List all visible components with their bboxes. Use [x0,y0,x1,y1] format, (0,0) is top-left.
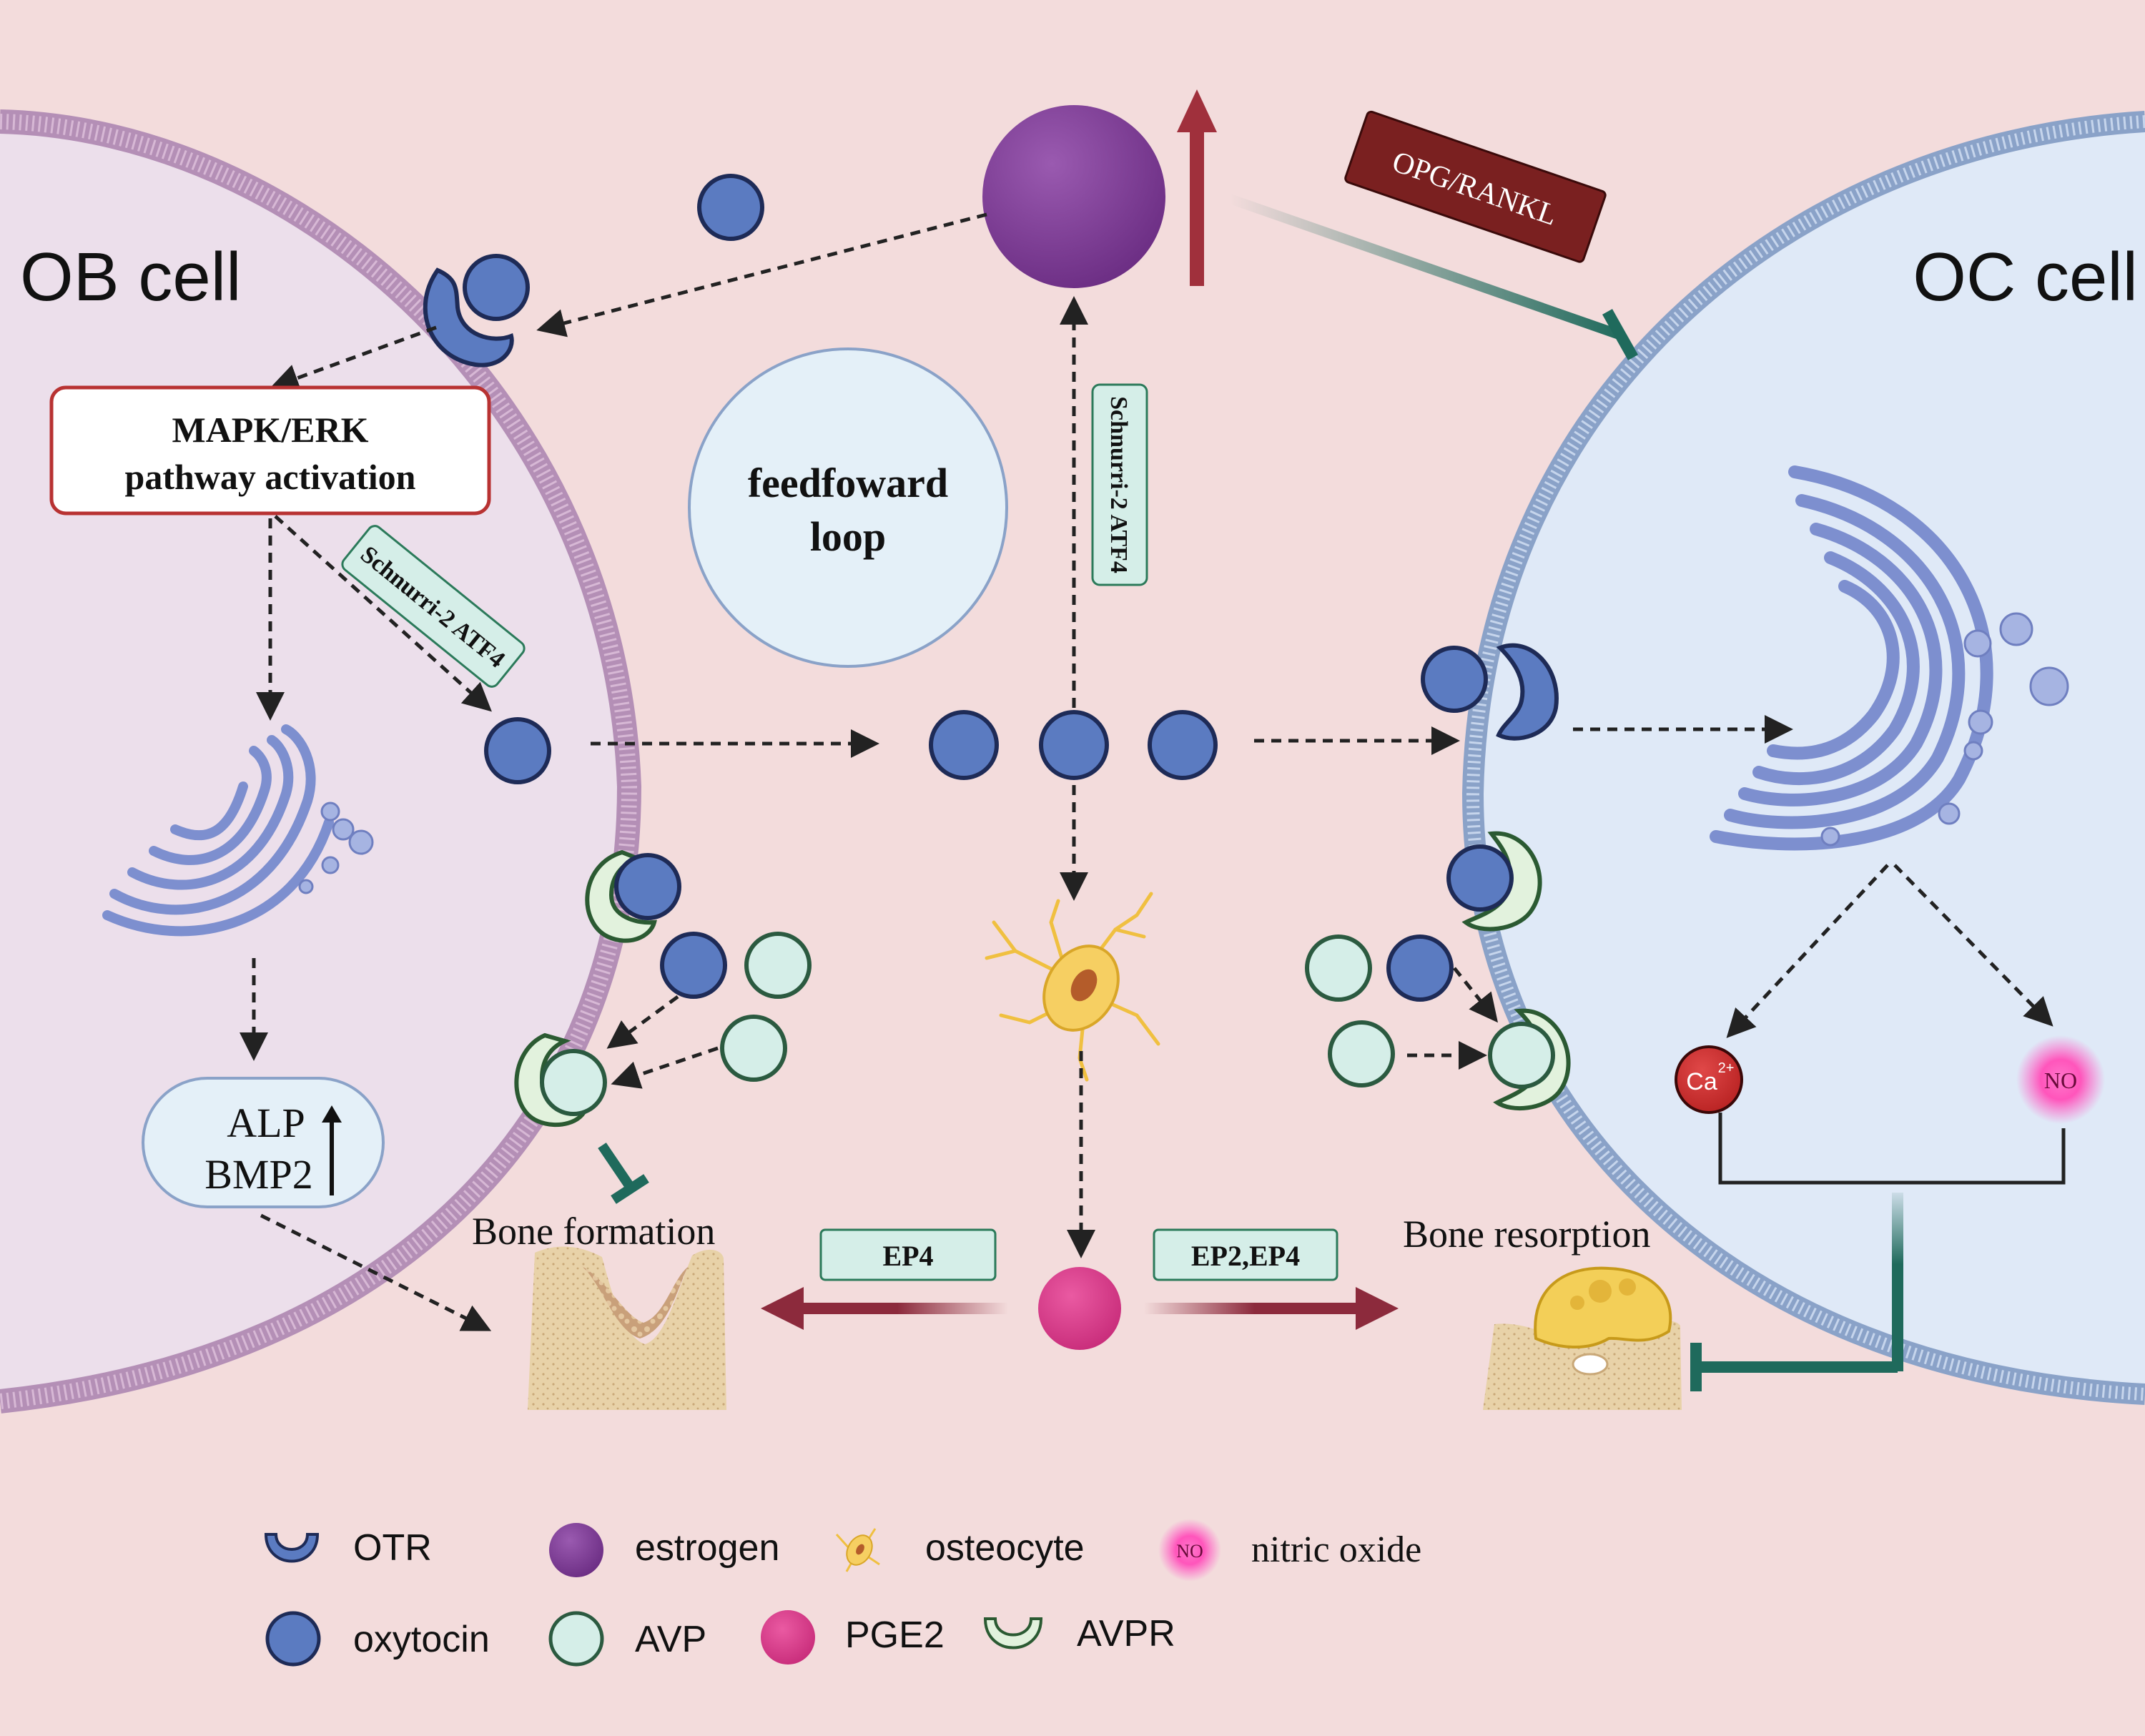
legend-otr-icon [264,1533,320,1563]
oxytocin-oc-free [1386,934,1454,1002]
legend-avp-icon [548,1611,604,1667]
bmp2-text: BMP2 [204,1151,313,1198]
legend-oxytocin-icon [265,1611,321,1667]
avp-oc-2 [1328,1020,1395,1088]
oxytocin-ob-free [660,932,727,999]
mapk-line1: MAPK/ERK [172,410,369,450]
avp-bound-oc [1488,1022,1555,1089]
arrow-oxytocin-to-avpr-ob [606,995,679,1049]
legend-otr-label: OTR [353,1527,432,1569]
legend-osteocyte-icon [835,1528,880,1572]
oxytocin-bound-avpr-oc [1446,844,1514,912]
oxytocin-bound-oc [1421,646,1488,713]
inhibit-bone-formation [598,1143,649,1204]
golgi-ob [102,724,334,937]
oc-cell-label: OC cell [1913,239,2138,315]
estrogen-increase-arrow [1177,89,1217,286]
legend: OTR estrogen osteocyte NO nitric oxide o… [264,1519,1421,1667]
ep4-box: EP4 [819,1228,997,1281]
osteocyte-cell [985,892,1160,1082]
mapk-erk-box: MAPK/ERK pathway activation [49,385,491,516]
bone-resorption-label: Bone resorption [1403,1213,1650,1256]
arrow-otr-to-mapk [270,325,437,392]
feedforward-line2: loop [810,513,886,560]
ob-cell-label: OB cell [20,239,241,315]
feedforward-loop: feedfoward loop [688,347,1008,668]
opg-rankl-inhibition [1228,194,1638,360]
legend-pge2-icon [761,1610,815,1665]
ep2-ep4-text: EP2,EP4 [1191,1240,1300,1272]
feedforward-line1: feedfoward [748,460,948,506]
oxytocin-bound-avpr-ob [614,853,681,920]
bone-resorption-graphic [1483,1266,1682,1410]
arrow-avp-to-avpr-ob [611,1046,719,1089]
legend-oxytocin-label: oxytocin [353,1619,490,1660]
legend-avp-label: AVP [635,1619,706,1660]
arrow-golgi-to-ca [1726,864,1889,1038]
arrow-alp-to-bone-formation [260,1213,492,1331]
oxytocin-center-1 [929,710,999,780]
pge2-molecule [1038,1267,1121,1350]
arrow-estrogen-to-otr [536,212,987,337]
ep2-ep4-arrow [1144,1287,1399,1330]
calcium-ion: Ca 2+ [1675,1045,1743,1114]
ep4-text: EP4 [882,1240,933,1272]
ca-text: Ca [1686,1068,1717,1095]
alp-text: ALP [227,1100,305,1146]
avp-ob-2 [720,1015,787,1082]
ca-superscript: 2+ [1718,1060,1735,1076]
oxytocin-molecule [697,174,764,241]
no-molecule: NO [2016,1035,2105,1124]
no-text: NO [2044,1067,2077,1093]
ep2-ep4-box: EP2,EP4 [1153,1228,1338,1281]
legend-no-icon-text: NO [1176,1541,1203,1562]
inhibit-bone-resorption [1690,1193,1903,1391]
avp-ob-1 [744,932,812,999]
oxytocin-center-3 [1148,710,1218,780]
legend-nitric-oxide-icon: NO [1158,1519,1221,1582]
otr-receptor-oc [1496,643,1559,741]
mapk-line2: pathway activation [125,457,416,497]
avp-bound-ob [540,1049,607,1116]
oxytocin-bound-ob [463,254,530,321]
alp-bmp2-box: ALP BMP2 [142,1077,385,1208]
arrow-mapk-to-oxytocin [274,515,492,712]
legend-osteocyte-label: osteocyte [925,1527,1085,1569]
estrogen-molecule [982,105,1165,288]
oxytocin-released-ob [484,717,551,784]
schnurri-center-box: Schnurri-2 ATF4 [1091,383,1148,586]
ca-no-bracket [1718,1113,2066,1185]
legend-estrogen-label: estrogen [635,1527,779,1569]
ep4-arrow [761,1287,1008,1330]
legend-avpr-icon [983,1617,1043,1649]
golgi-oc-vesicles [1820,612,2069,847]
arrow-golgi-to-no [1893,864,2053,1027]
bone-formation-graphic [528,1246,726,1410]
legend-estrogen-icon [549,1523,603,1577]
golgi-ob-vesicles [298,802,374,894]
avpr-receptor-ob-1 [585,849,657,943]
legend-avpr-label: AVPR [1077,1613,1175,1654]
bone-formation-label: Bone formation [472,1210,715,1253]
arrow-oxytocin-to-avpr-oc [1453,967,1498,1023]
avp-oc-1 [1305,934,1372,1002]
legend-nitric-oxide-label: nitric oxide [1251,1529,1421,1570]
schnurri-center-text: Schnurri-2 ATF4 [1105,396,1132,573]
oxytocin-center-2 [1039,710,1109,780]
opg-rankl-box: OPG/RANKL [1344,110,1607,263]
legend-pge2-label: PGE2 [845,1614,945,1656]
